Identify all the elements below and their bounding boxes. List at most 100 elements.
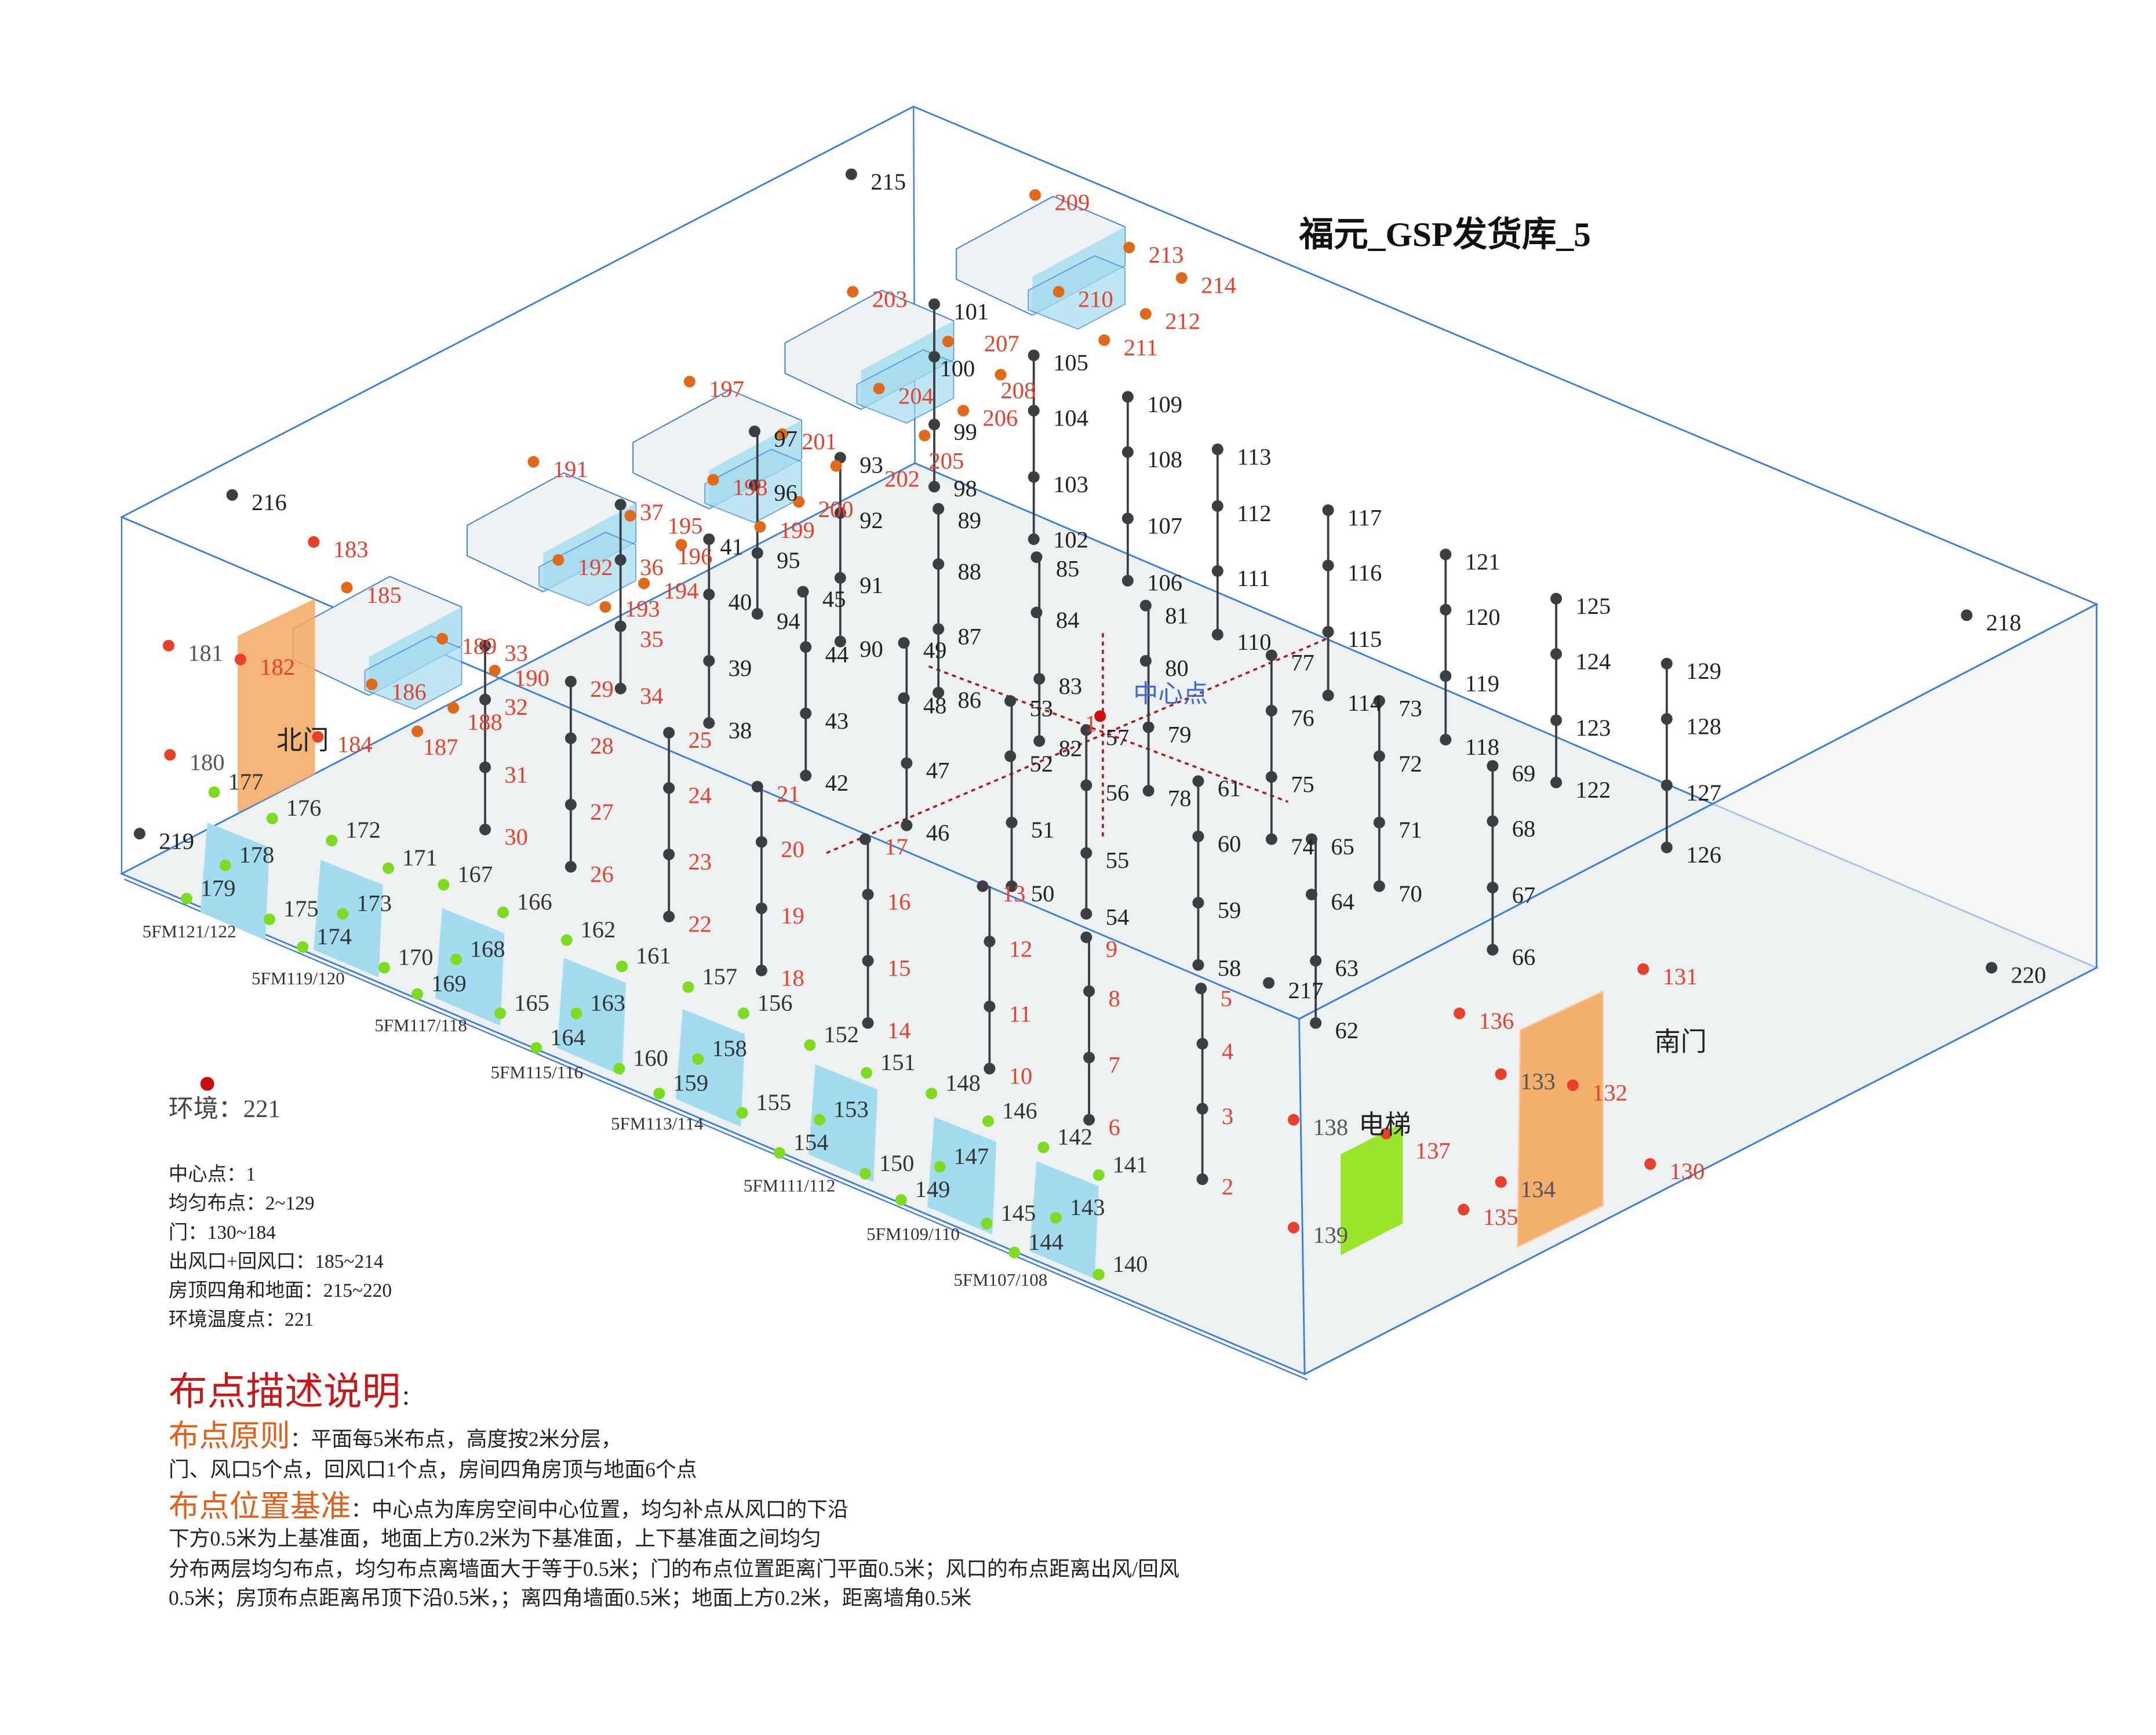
measurement-point-dot bbox=[1310, 955, 1322, 967]
legend-item: 门：130~184 bbox=[169, 1222, 276, 1243]
measurement-point-dot bbox=[707, 474, 719, 486]
basis-label: 布点位置基准 bbox=[169, 1490, 351, 1523]
measurement-point-label: 137 bbox=[1415, 1137, 1451, 1163]
measurement-point-label: 206 bbox=[982, 405, 1018, 431]
measurement-point-dot bbox=[933, 623, 945, 635]
measurement-point-dot bbox=[1037, 1141, 1050, 1154]
measurement-point-label: 121 bbox=[1465, 549, 1501, 575]
measurement-point-label: 178 bbox=[239, 842, 275, 868]
measurement-point-label: 181 bbox=[188, 640, 223, 666]
measurement-point-dot bbox=[1196, 1038, 1208, 1050]
measurement-point-label: 140 bbox=[1113, 1251, 1148, 1277]
measurement-point-dot bbox=[1211, 443, 1223, 456]
measurement-point-dot bbox=[776, 428, 788, 440]
measurement-point-dot bbox=[898, 636, 910, 649]
measurement-point-label: 126 bbox=[1686, 842, 1721, 868]
measurement-point-label: 197 bbox=[709, 376, 744, 402]
measurement-point-label: 109 bbox=[1147, 391, 1182, 417]
measurement-point-dot bbox=[565, 675, 577, 688]
measurement-point-label: 208 bbox=[1000, 377, 1036, 403]
measurement-point-label: 81 bbox=[1165, 603, 1189, 629]
elevator bbox=[1341, 1122, 1403, 1256]
measurement-point-label: 51 bbox=[1031, 817, 1055, 843]
measurement-point-label: 213 bbox=[1149, 242, 1184, 268]
measurement-point-label: 17 bbox=[884, 834, 908, 860]
measurement-point-label: 151 bbox=[880, 1049, 916, 1075]
measurement-point-label: 21 bbox=[777, 781, 800, 807]
measurement-point-label: 218 bbox=[1986, 610, 2022, 636]
measurement-point-dot bbox=[1660, 841, 1673, 853]
vent-box bbox=[467, 472, 636, 606]
measurement-point-label: 63 bbox=[1335, 955, 1359, 981]
measurement-point-label: 14 bbox=[887, 1017, 911, 1043]
fan-unit-label: 5FM109/110 bbox=[866, 1224, 960, 1244]
measurement-point-dot bbox=[497, 906, 509, 919]
measurement-point-label: 145 bbox=[1000, 1200, 1036, 1226]
measurement-point-dot bbox=[1008, 1246, 1021, 1258]
measurement-point-label: 146 bbox=[1002, 1097, 1037, 1123]
measurement-point-dot bbox=[383, 862, 395, 874]
measurement-point-dot bbox=[1440, 670, 1452, 682]
measurement-point-label: 70 bbox=[1399, 881, 1422, 907]
measurement-point-dot bbox=[1080, 847, 1092, 859]
measurement-point-label: 152 bbox=[824, 1021, 859, 1047]
measurement-point-label: 69 bbox=[1512, 760, 1536, 786]
measurement-point-label: 129 bbox=[1686, 658, 1721, 684]
measurement-point-dot bbox=[1139, 654, 1152, 667]
measurement-point-dot bbox=[1265, 833, 1277, 845]
description-heading: 布点描述说明 bbox=[169, 1371, 401, 1413]
measurement-point-dot bbox=[1660, 657, 1673, 670]
measurement-point-label: 115 bbox=[1348, 626, 1382, 652]
measurement-point-dot bbox=[692, 1053, 704, 1065]
measurement-point-dot bbox=[1006, 816, 1018, 829]
measurement-point-label: 31 bbox=[504, 762, 528, 788]
measurement-point-dot bbox=[527, 456, 540, 468]
measurement-point-dot bbox=[1006, 880, 1018, 892]
measurement-point-label: 74 bbox=[1291, 834, 1314, 860]
measurement-point-dot bbox=[928, 419, 941, 431]
measurement-point-label: 50 bbox=[1031, 881, 1055, 907]
measurement-point-label: 68 bbox=[1512, 816, 1536, 842]
measurement-point-dot bbox=[1550, 776, 1563, 788]
measurement-point-dot bbox=[977, 880, 989, 892]
measurement-point-dot bbox=[450, 954, 462, 966]
measurement-point-label: 210 bbox=[1078, 286, 1113, 312]
measurement-point-label: 164 bbox=[550, 1024, 585, 1050]
fan-unit bbox=[314, 860, 383, 978]
measurement-point-dot bbox=[1305, 833, 1318, 845]
measurement-point-dot bbox=[830, 460, 842, 472]
measurement-point-dot bbox=[1028, 533, 1040, 545]
measurement-point-label: 80 bbox=[1165, 655, 1189, 681]
measurement-point-label: 122 bbox=[1575, 777, 1611, 803]
measurement-point-label: 29 bbox=[590, 676, 614, 702]
measurement-point-label: 26 bbox=[590, 861, 614, 887]
measurement-point-dot bbox=[933, 686, 945, 699]
measurement-point-dot bbox=[933, 558, 945, 570]
measurement-point-label: 40 bbox=[729, 589, 752, 615]
measurement-point-label: 127 bbox=[1686, 780, 1721, 806]
measurement-point-dot bbox=[565, 798, 577, 811]
measurement-point-dot bbox=[1458, 1203, 1470, 1216]
measurement-point-label: 186 bbox=[391, 679, 427, 705]
measurement-point-label: 5 bbox=[1221, 985, 1232, 1012]
measurement-point-dot bbox=[1033, 735, 1046, 747]
measurement-point-label: 79 bbox=[1168, 722, 1192, 748]
measurement-point-dot bbox=[1139, 599, 1152, 612]
measurement-point-dot bbox=[653, 1087, 665, 1100]
measurement-point-label: 27 bbox=[590, 799, 614, 825]
measurement-point-dot bbox=[1004, 750, 1017, 762]
measurement-point-label: 193 bbox=[625, 596, 660, 622]
measurement-point-label: 32 bbox=[504, 694, 528, 720]
measurement-point-dot bbox=[1265, 704, 1277, 716]
measurement-point-dot bbox=[1211, 500, 1223, 512]
measurement-point-dot bbox=[862, 888, 874, 901]
measurement-point-dot bbox=[1373, 750, 1385, 762]
measurement-point-label: 110 bbox=[1237, 629, 1271, 655]
principle-label: 布点原则 bbox=[169, 1419, 290, 1453]
measurement-point-label: 124 bbox=[1575, 648, 1611, 674]
measurement-point-dot bbox=[751, 608, 763, 620]
measurement-point-dot bbox=[638, 577, 650, 590]
measurement-point-label: 217 bbox=[1288, 977, 1323, 1003]
measurement-point-dot bbox=[565, 732, 577, 744]
measurement-point-label: 138 bbox=[1313, 1114, 1348, 1140]
